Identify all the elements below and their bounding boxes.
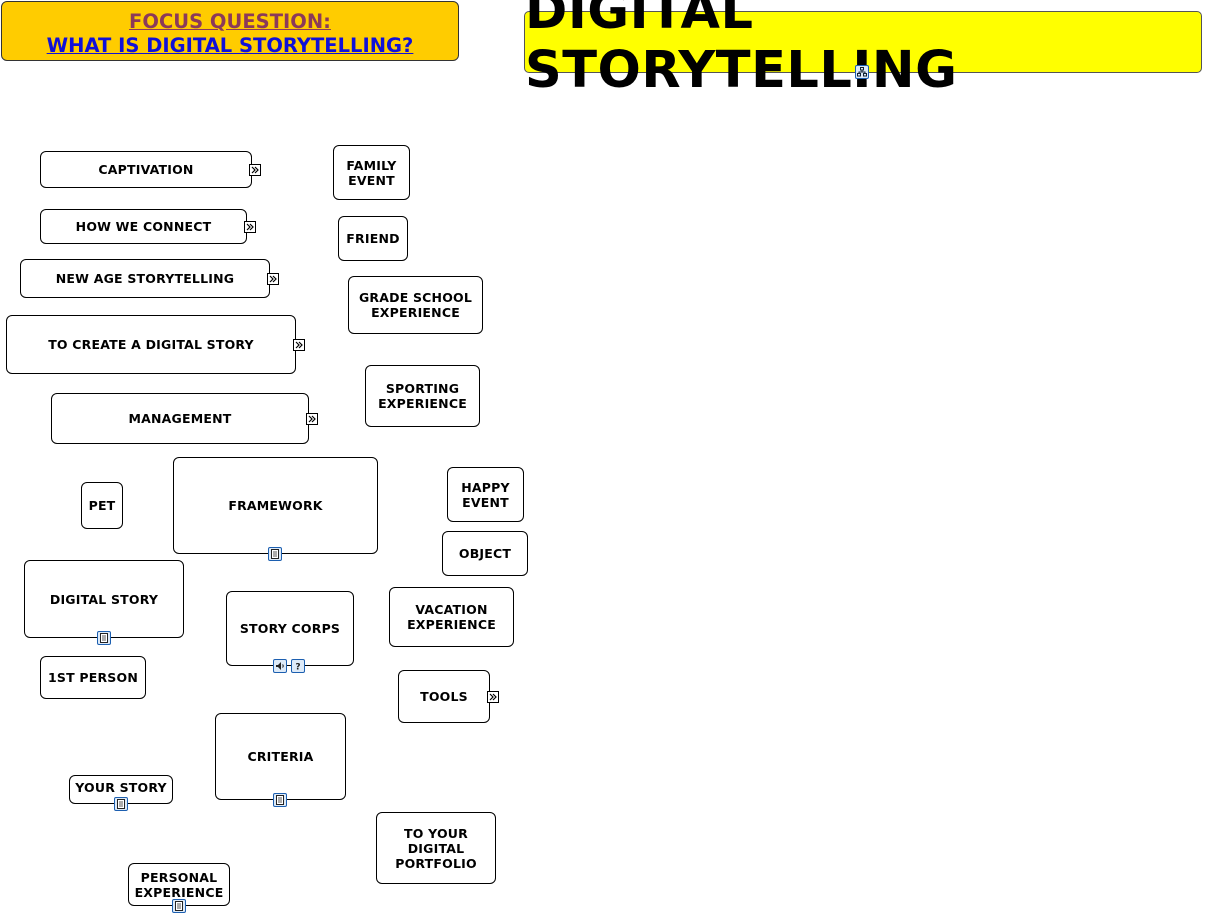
concept-1st-person[interactable]: 1ST PERSON (40, 656, 146, 699)
focus-question-label[interactable]: FOCUS QUESTION: (129, 10, 331, 33)
document-icon[interactable] (273, 793, 287, 807)
chevron-double-right-icon[interactable] (267, 273, 279, 285)
concept-happy-event[interactable]: HAPPY EVENT (447, 467, 524, 522)
concept-framework[interactable]: FRAMEWORK (173, 457, 378, 554)
map-title[interactable]: DIGITAL STORYTELLING (524, 0, 1202, 100)
concept-criteria[interactable]: CRITERIA (215, 713, 346, 800)
focus-question-box[interactable]: FOCUS QUESTION: WHAT IS DIGITAL STORYTEL… (1, 1, 459, 61)
concept-digital-story[interactable]: DIGITAL STORY (24, 560, 184, 638)
document-icon[interactable] (114, 797, 128, 811)
chevron-double-right-icon[interactable] (487, 691, 499, 703)
concept-to-create-a-digital-story[interactable]: TO CREATE A DIGITAL STORY (6, 315, 296, 374)
help-icon[interactable]: ? (291, 659, 305, 673)
concept-your-story[interactable]: YOUR STORY (69, 775, 173, 804)
concept-captivation[interactable]: CAPTIVATION (40, 151, 252, 188)
chevron-double-right-icon[interactable] (293, 339, 305, 351)
chevron-double-right-icon[interactable] (249, 164, 261, 176)
concept-tools[interactable]: TOOLS (398, 670, 490, 723)
svg-text:?: ? (295, 663, 300, 672)
concept-grade-school-experience[interactable]: GRADE SCHOOL EXPERIENCE (348, 276, 483, 334)
concept-story-corps[interactable]: STORY CORPS (226, 591, 354, 666)
concept-friend[interactable]: FRIEND (338, 216, 408, 261)
concept-sporting-experience[interactable]: SPORTING EXPERIENCE (365, 365, 480, 427)
concept-management[interactable]: MANAGEMENT (51, 393, 309, 444)
chevron-double-right-icon[interactable] (244, 221, 256, 233)
concept-to-your-digital-portfolio[interactable]: TO YOUR DIGITAL PORTFOLIO (376, 812, 496, 884)
audio-icon[interactable] (273, 659, 287, 673)
concept-pet[interactable]: PET (81, 482, 123, 529)
concept-how-we-connect[interactable]: HOW WE CONNECT (40, 209, 247, 244)
concept-object[interactable]: OBJECT (442, 531, 528, 576)
focus-question-link[interactable]: WHAT IS DIGITAL STORYTELLING? (46, 34, 414, 57)
concept-family-event[interactable]: FAMILY EVENT (333, 145, 410, 200)
document-icon[interactable] (268, 547, 282, 561)
document-icon[interactable] (97, 631, 111, 645)
concept-vacation-experience[interactable]: VACATION EXPERIENCE (389, 587, 514, 647)
document-icon[interactable] (172, 899, 186, 913)
concept-map-icon[interactable] (855, 65, 869, 79)
concept-new-age-storytelling[interactable]: NEW AGE STORYTELLING (20, 259, 270, 298)
chevron-double-right-icon[interactable] (306, 413, 318, 425)
